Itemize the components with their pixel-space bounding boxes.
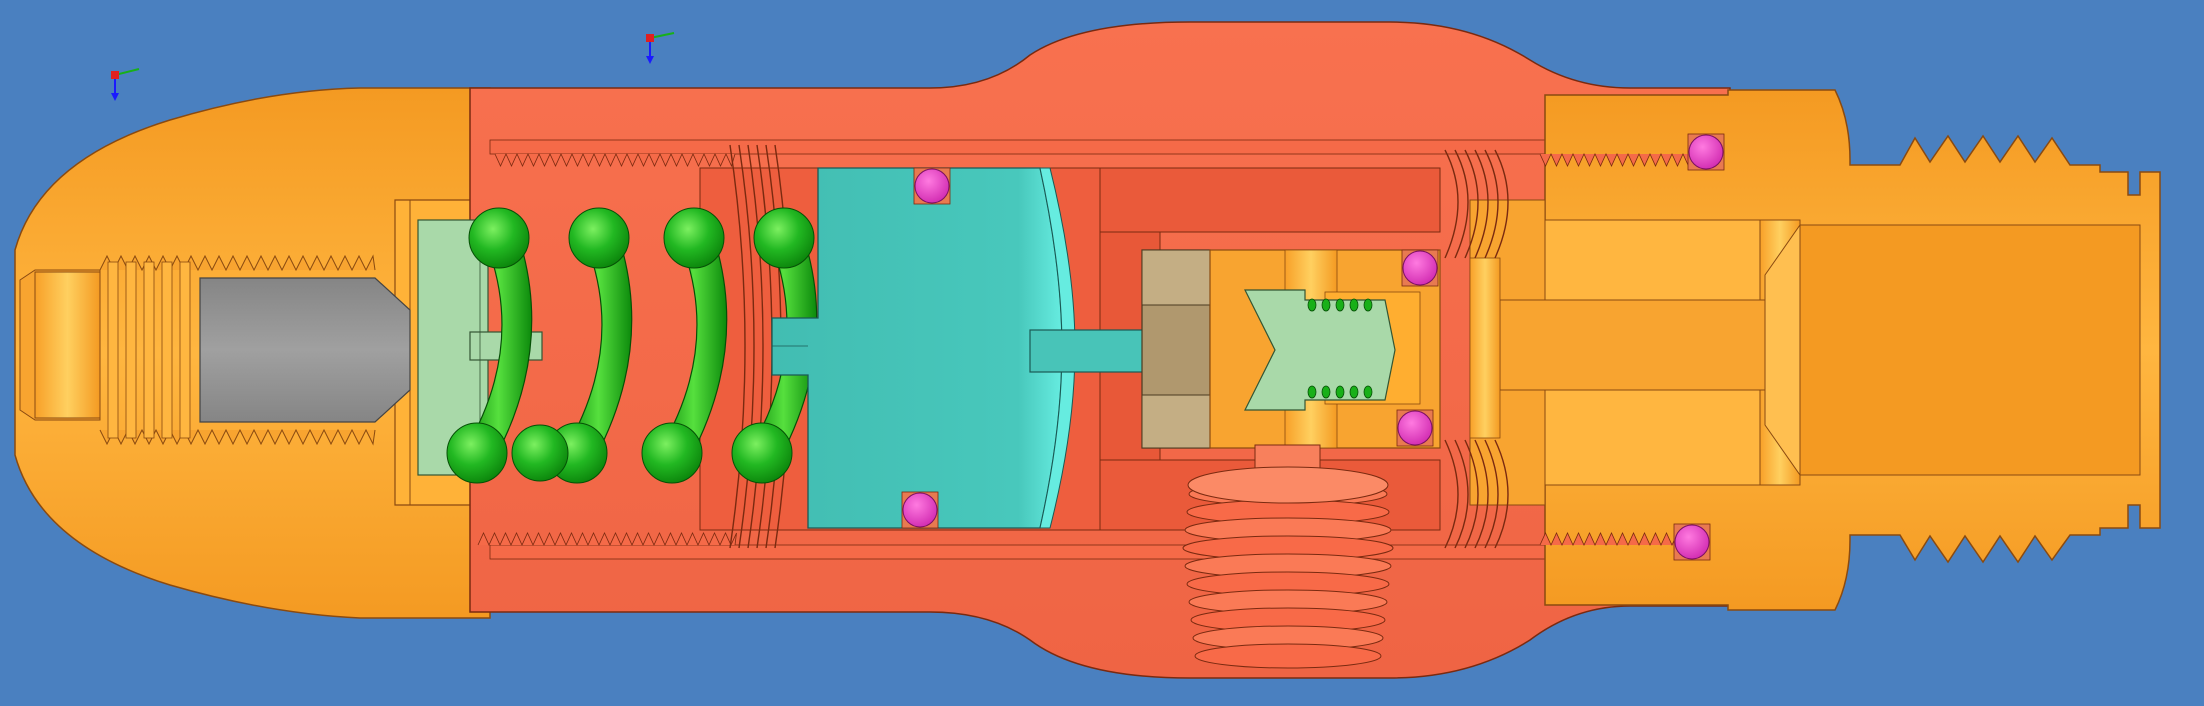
rear-fitting[interactable] bbox=[1444, 89, 2161, 611]
spring-coil-bottom bbox=[511, 424, 569, 482]
poppet-spring-coil bbox=[1363, 385, 1373, 399]
sleeve-ring bbox=[747, 144, 764, 549]
sleeve-ring bbox=[729, 144, 746, 549]
side-port-fitting[interactable] bbox=[1182, 444, 1394, 669]
rear-ring-top bbox=[1474, 149, 1489, 259]
poppet-spring bbox=[1307, 298, 1373, 399]
poppet-spring-coil bbox=[1307, 385, 1317, 399]
rear-ring-bottom bbox=[1444, 439, 1459, 549]
housing-threads-top bbox=[494, 153, 736, 168]
rear-ring-top bbox=[1464, 149, 1479, 259]
o-rings[interactable] bbox=[901, 133, 1725, 561]
spring-coil-top bbox=[468, 207, 530, 269]
rear-threads-top bbox=[1444, 149, 1691, 259]
threaded-insert[interactable] bbox=[99, 254, 411, 446]
rear-ring-bottom bbox=[1474, 439, 1489, 549]
nose-thread-ring bbox=[143, 261, 155, 439]
compression-spring[interactable] bbox=[446, 207, 818, 484]
rear-ring-bottom bbox=[1464, 439, 1479, 549]
nose-thread-ring bbox=[179, 261, 191, 439]
poppet-spring-coil bbox=[1363, 298, 1373, 312]
housing-thread-top-strip bbox=[494, 153, 736, 168]
port-threads bbox=[1182, 466, 1394, 669]
spring-coil-top bbox=[568, 207, 630, 269]
o-ring bbox=[1688, 134, 1724, 170]
port-thread-ring bbox=[1194, 643, 1382, 669]
o-ring bbox=[1397, 410, 1433, 446]
spring-coil-bottom bbox=[446, 422, 508, 484]
rear-ring-top bbox=[1454, 149, 1469, 259]
nose-thread-bottom bbox=[99, 428, 376, 446]
poppet-spring-coil bbox=[1349, 298, 1359, 312]
rear-threads-bottom bbox=[1444, 439, 1691, 549]
poppet-spring-coil bbox=[1321, 298, 1331, 312]
poppet-spring-coil bbox=[1321, 385, 1331, 399]
rear-ring-bottom bbox=[1454, 439, 1469, 549]
poppet-spring-coil bbox=[1335, 385, 1345, 399]
port-thread-cap bbox=[1187, 466, 1389, 504]
coordinate-triad-icon bbox=[111, 68, 140, 101]
rear-ring-top bbox=[1444, 149, 1459, 259]
sleeve-ring bbox=[738, 144, 755, 549]
rear-thread-top-strip bbox=[1539, 153, 1691, 168]
spring-coil-bottom bbox=[731, 422, 793, 484]
nose-threads bbox=[99, 254, 376, 446]
spring-coil-top bbox=[753, 207, 815, 269]
spring-coil-top bbox=[663, 207, 725, 269]
o-ring bbox=[914, 168, 950, 204]
nose-thread-ring bbox=[161, 261, 173, 439]
rear-thread-bottom-strip bbox=[1539, 531, 1691, 546]
rear-ring-top bbox=[1494, 149, 1509, 259]
housing-threads-bottom bbox=[477, 532, 737, 546]
nose-thread-top bbox=[99, 254, 376, 272]
nose-thread-ring bbox=[125, 261, 137, 439]
housing-thread-bottom-strip bbox=[477, 532, 737, 546]
o-ring bbox=[1674, 524, 1710, 560]
nose-thread-ring bbox=[107, 261, 119, 439]
rear-ring-bottom bbox=[1484, 439, 1499, 549]
rear-ring-bottom bbox=[1494, 439, 1509, 549]
coordinate-triad-icon-secondary bbox=[646, 32, 675, 64]
poppet-spring-coil bbox=[1335, 298, 1345, 312]
spring-coil-bottom bbox=[641, 422, 703, 484]
o-ring bbox=[1402, 250, 1438, 286]
valve-poppet[interactable] bbox=[1244, 289, 1396, 411]
o-ring bbox=[902, 492, 938, 528]
poppet-spring-coil bbox=[1349, 385, 1359, 399]
rear-ring-top bbox=[1484, 149, 1499, 259]
poppet-spring-coil bbox=[1307, 298, 1317, 312]
guide-nut[interactable] bbox=[1141, 249, 1211, 449]
